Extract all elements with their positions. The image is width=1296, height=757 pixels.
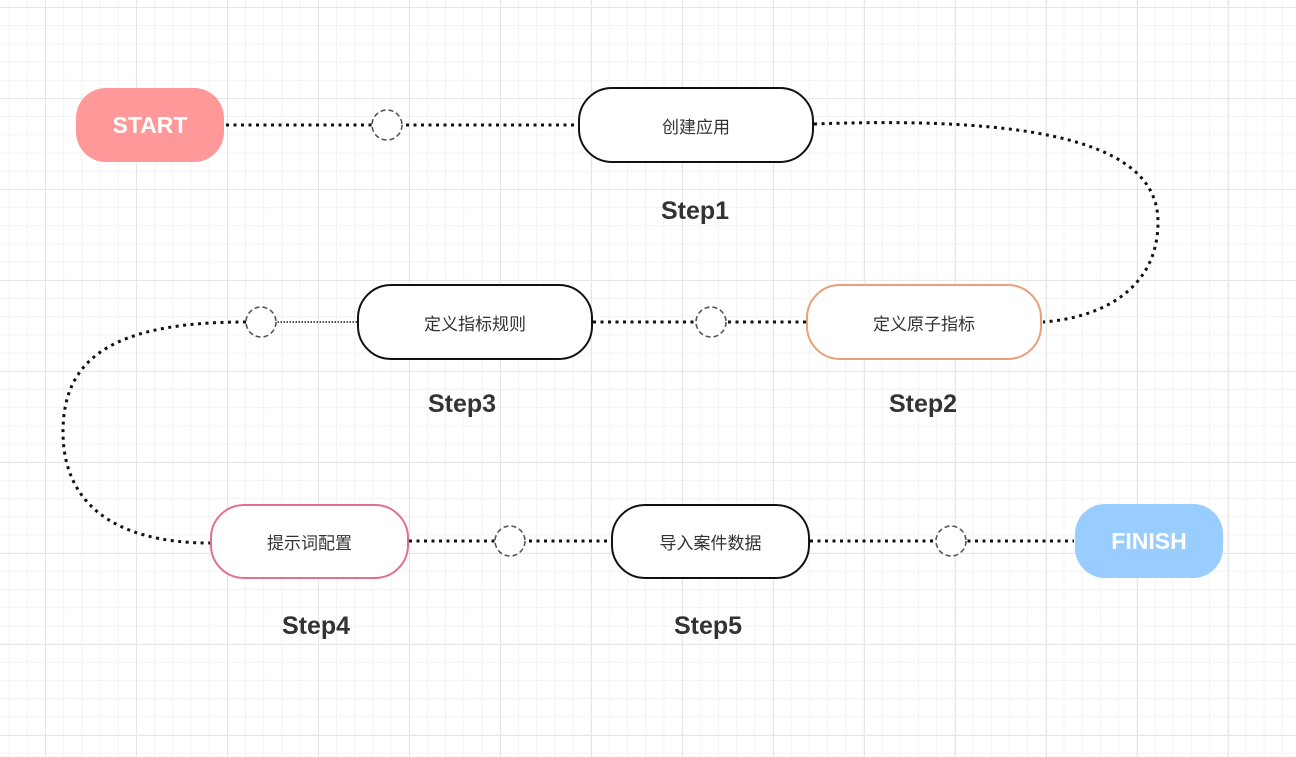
step1-label: Step1 — [660, 197, 730, 225]
step5-node-label: 导入案件数据 — [659, 534, 762, 554]
finish-label: FINISH — [1111, 527, 1187, 554]
connector-waypoint-step4 — [61, 320, 247, 545]
waypoint-circle — [935, 525, 967, 557]
connector-step1-step2 — [813, 121, 1160, 324]
step4-node[interactable]: 提示词配置 — [210, 504, 409, 579]
waypoint-circle — [695, 306, 727, 338]
start-node[interactable]: START — [76, 88, 224, 162]
step4-label: Step4 — [281, 612, 351, 640]
waypoint-circle — [371, 109, 403, 141]
step4-node-label: 提示词配置 — [267, 534, 352, 554]
waypoint-circle — [245, 306, 277, 338]
start-label: START — [112, 111, 188, 138]
step2-node-label: 定义原子指标 — [873, 314, 975, 335]
waypoint-circle — [494, 525, 526, 557]
step1-node-label: 创建应用 — [662, 117, 730, 138]
step3-node[interactable]: 定义指标规则 — [357, 284, 593, 360]
step5-node[interactable]: 导入案件数据 — [611, 504, 810, 579]
finish-node[interactable]: FINISH — [1075, 504, 1223, 578]
step3-label: Step3 — [427, 390, 497, 418]
step2-label: Step2 — [888, 390, 958, 418]
step5-label: Step5 — [673, 612, 743, 640]
step2-node[interactable]: 定义原子指标 — [806, 284, 1042, 360]
step1-node[interactable]: 创建应用 — [578, 87, 814, 163]
step3-node-label: 定义指标规则 — [424, 314, 526, 335]
